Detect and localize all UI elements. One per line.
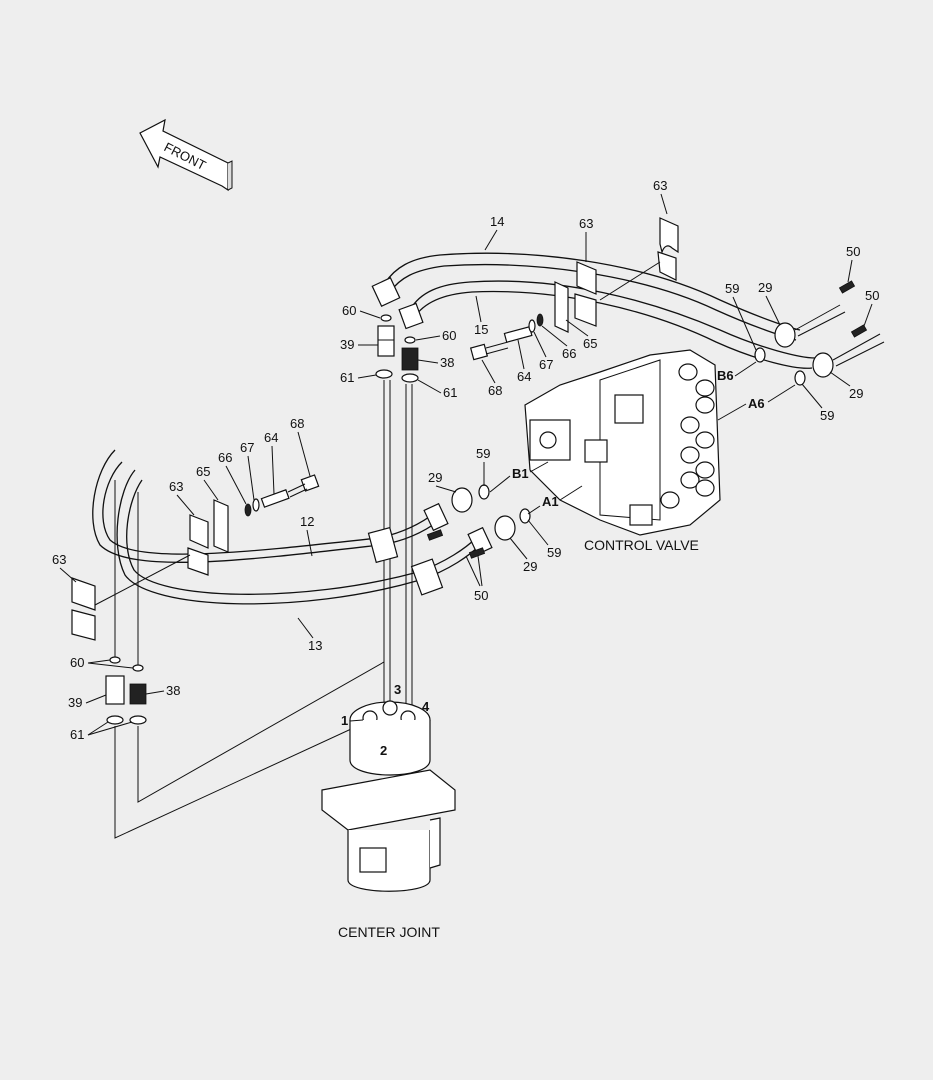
label-60: 60: [70, 655, 84, 670]
label-68: 68: [290, 416, 304, 431]
port-labels: B6 A6 B1 A1 1 2 3 4: [341, 361, 796, 758]
port-cj-2: 2: [380, 743, 387, 758]
label-13: 13: [308, 638, 322, 653]
clamp-63-top: [657, 217, 679, 281]
label-63: 63: [579, 216, 593, 231]
label-61: 61: [443, 385, 457, 400]
hose-15: [398, 280, 816, 369]
label-38: 38: [166, 683, 180, 698]
label-39: 39: [68, 695, 82, 710]
label-12: 12: [300, 514, 314, 529]
label-68: 68: [488, 383, 502, 398]
flange-29-lower: [426, 484, 531, 559]
label-29: 29: [849, 386, 863, 401]
label-67: 67: [240, 440, 254, 455]
center-joint: [321, 700, 456, 892]
label-29: 29: [758, 280, 772, 295]
hose-13: [116, 469, 493, 605]
label-61: 61: [340, 370, 354, 385]
port-cj-3: 3: [394, 682, 401, 697]
port-cj-4: 4: [422, 699, 430, 714]
bolt-68-lower: [244, 474, 320, 517]
hose-12: [92, 449, 449, 564]
connector-39-lower: [105, 480, 147, 725]
port-cj-1: 1: [341, 713, 348, 728]
label-59: 59: [476, 446, 490, 461]
label-60: 60: [442, 328, 456, 343]
clamp-63-left: [187, 514, 209, 576]
label-15: 15: [474, 322, 488, 337]
label-61: 61: [70, 727, 84, 742]
label-67: 67: [539, 357, 553, 372]
clamp-63-mid: [574, 261, 661, 327]
label-63: 63: [653, 178, 667, 193]
label-66: 66: [562, 346, 576, 361]
part-labels: 63 14 63 50 50 59 29 60 60 15 39 38 61 6…: [52, 178, 879, 742]
port-b1: B1: [512, 466, 529, 481]
port-b6: B6: [717, 368, 734, 383]
label-29: 29: [523, 559, 537, 574]
flange-29-upper: [754, 280, 885, 386]
label-65: 65: [583, 336, 597, 351]
label-14: 14: [490, 214, 504, 229]
control-valve-title: CONTROL VALVE: [584, 537, 699, 553]
lower-leader-lines: [114, 661, 385, 839]
plate-65-upper: [554, 281, 569, 333]
valve-spools: [660, 363, 715, 509]
hose-14: [371, 252, 801, 341]
center-joint-title: CENTER JOINT: [338, 924, 440, 940]
label-39: 39: [340, 337, 354, 352]
label-59: 59: [547, 545, 561, 560]
label-59: 59: [820, 408, 834, 423]
label-29: 29: [428, 470, 442, 485]
label-66: 66: [218, 450, 232, 465]
label-50: 50: [474, 588, 488, 603]
label-50: 50: [865, 288, 879, 303]
plate-65-lower: [213, 499, 229, 553]
connector-38-upper: [401, 336, 419, 383]
bolt-68-upper: [469, 313, 544, 361]
connector-39-upper: [375, 314, 395, 379]
front-arrow: FRONT: [139, 118, 233, 192]
port-a6: A6: [748, 396, 765, 411]
label-38: 38: [440, 355, 454, 370]
label-59: 59: [725, 281, 739, 296]
label-64: 64: [264, 430, 278, 445]
label-60: 60: [342, 303, 356, 318]
label-64: 64: [517, 369, 531, 384]
label-50: 50: [846, 244, 860, 259]
port-a1: A1: [542, 494, 559, 509]
label-63: 63: [52, 552, 66, 567]
label-65: 65: [196, 464, 210, 479]
clamp-63-far: [71, 554, 191, 641]
label-63: 63: [169, 479, 183, 494]
